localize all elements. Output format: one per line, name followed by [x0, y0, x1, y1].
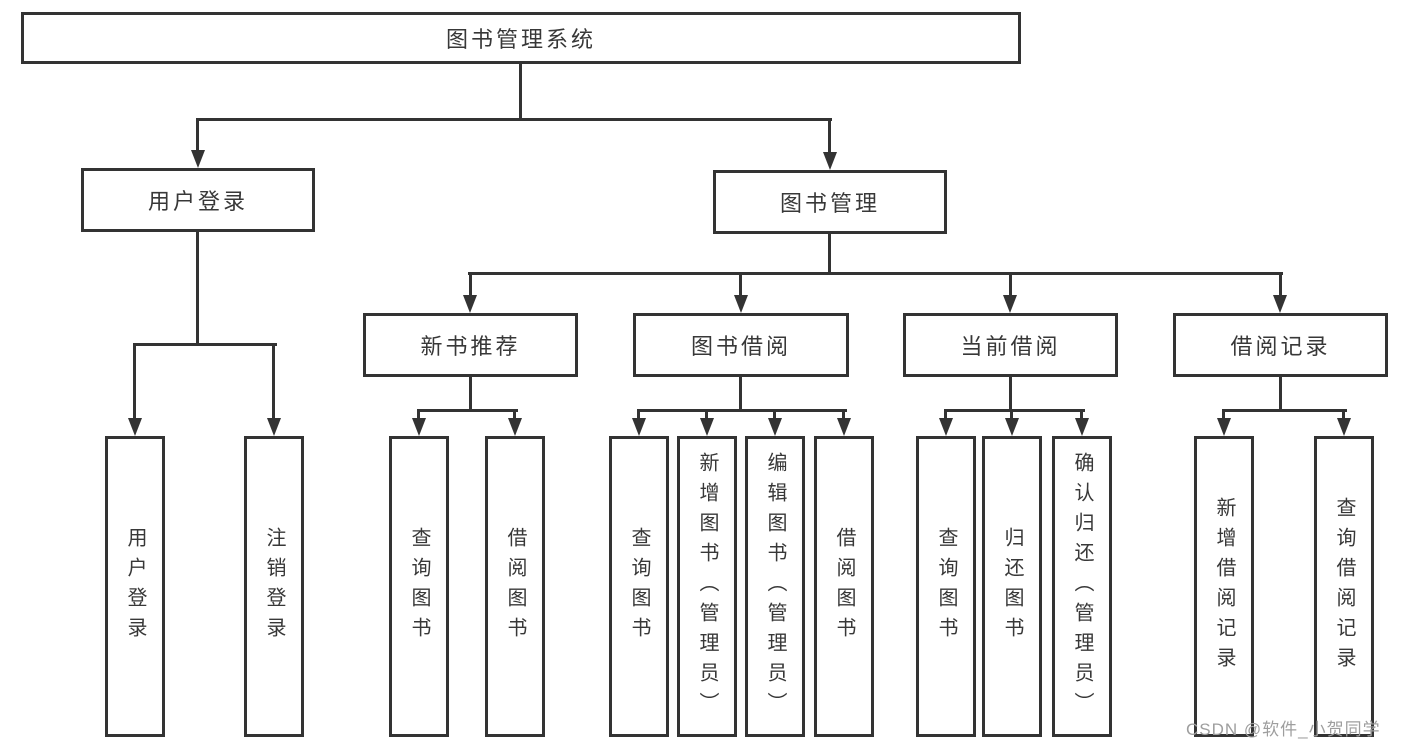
- connector-vline: [1080, 409, 1083, 423]
- connector-vline: [1279, 272, 1282, 300]
- node-label: 用户登录: [147, 189, 248, 214]
- leaf-query-books-recommend: 查询图书: [389, 436, 449, 737]
- leaf-borrow-books-recommend: 借阅图书: [485, 436, 545, 737]
- arrow-down-icon: [267, 418, 281, 436]
- connector-vline: [469, 272, 472, 300]
- leaf-label: 注销登录: [263, 526, 285, 647]
- leaf-add-books-admin: 新增图书（管理员）: [677, 436, 737, 737]
- connector-vline: [1342, 409, 1345, 423]
- arrow-down-icon: [1337, 418, 1351, 436]
- connector-hline: [133, 343, 277, 346]
- leaf-label: 新增图书（管理员）: [696, 451, 718, 722]
- leaf-label: 归还图书: [1001, 526, 1023, 647]
- arrow-down-icon: [768, 418, 782, 436]
- arrow-down-icon: [1003, 295, 1017, 313]
- arrow-down-icon: [734, 295, 748, 313]
- connector-vline: [469, 377, 472, 412]
- arrow-down-icon: [939, 418, 953, 436]
- node-book-borrowing: 图书借阅: [633, 313, 849, 377]
- connector-vline: [133, 343, 136, 425]
- node-book-management: 图书管理: [713, 170, 947, 234]
- connector-vline: [196, 232, 199, 346]
- node-label: 当前借阅: [960, 334, 1061, 359]
- connector-hline: [944, 409, 1085, 412]
- leaf-query-borrow-record: 查询借阅记录: [1314, 436, 1374, 737]
- arrow-down-icon: [632, 418, 646, 436]
- leaf-label: 借阅图书: [833, 526, 855, 647]
- arrow-down-icon: [823, 152, 837, 170]
- connector-vline: [417, 409, 420, 423]
- connector-hline: [196, 118, 832, 121]
- connector-vline: [739, 377, 742, 412]
- connector-vline: [1009, 377, 1012, 412]
- connector-hline: [417, 409, 518, 412]
- node-label: 图书借阅: [690, 334, 791, 359]
- arrow-down-icon: [1273, 295, 1287, 313]
- leaf-borrow-books: 借阅图书: [814, 436, 874, 737]
- leaf-label: 查询图书: [628, 526, 650, 647]
- node-label: 图书管理: [779, 191, 880, 216]
- connector-vline: [272, 343, 275, 425]
- node-label: 借阅记录: [1230, 334, 1331, 359]
- leaf-label: 新增借阅记录: [1213, 496, 1235, 677]
- leaf-label: 确认归还（管理员）: [1071, 451, 1093, 722]
- connector-hline: [468, 272, 1283, 275]
- connector-vline: [1279, 377, 1282, 412]
- node-root: 图书管理系统: [21, 12, 1021, 64]
- node-new-book-recommendation: 新书推荐: [363, 313, 578, 377]
- connector-vline: [513, 409, 516, 423]
- leaf-label: 查询图书: [935, 526, 957, 647]
- connector-vline: [773, 409, 776, 423]
- connector-hline: [1222, 409, 1347, 412]
- connector-vline: [705, 409, 708, 423]
- connector-vline: [828, 118, 831, 160]
- leaf-confirm-return-admin: 确认归还（管理员）: [1052, 436, 1112, 737]
- leaf-label: 用户登录: [124, 526, 146, 647]
- leaf-label: 编辑图书（管理员）: [764, 451, 786, 722]
- arrow-down-icon: [128, 418, 142, 436]
- leaf-return-books: 归还图书: [982, 436, 1042, 737]
- connector-hline: [637, 409, 847, 412]
- arrow-down-icon: [412, 418, 426, 436]
- node-label: 新书推荐: [420, 334, 521, 359]
- connector-vline: [1010, 409, 1013, 423]
- connector-vline: [828, 234, 831, 275]
- leaf-logout: 注销登录: [244, 436, 304, 737]
- leaf-label: 借阅图书: [504, 526, 526, 647]
- leaf-label: 查询借阅记录: [1333, 496, 1355, 677]
- arrow-down-icon: [700, 418, 714, 436]
- leaf-label: 查询图书: [408, 526, 430, 647]
- connector-vline: [739, 272, 742, 300]
- node-label: 图书管理系统: [445, 27, 596, 52]
- arrow-down-icon: [1217, 418, 1231, 436]
- leaf-edit-books-admin: 编辑图书（管理员）: [745, 436, 805, 737]
- node-current-borrowing: 当前借阅: [903, 313, 1118, 377]
- arrow-down-icon: [1005, 418, 1019, 436]
- leaf-query-books-borrow: 查询图书: [609, 436, 669, 737]
- leaf-query-books-current: 查询图书: [916, 436, 976, 737]
- connector-vline: [944, 409, 947, 423]
- connector-vline: [519, 64, 522, 121]
- leaf-user-login: 用户登录: [105, 436, 165, 737]
- arrow-down-icon: [1075, 418, 1089, 436]
- connector-vline: [196, 118, 199, 158]
- node-borrowing-records: 借阅记录: [1173, 313, 1388, 377]
- arrow-down-icon: [508, 418, 522, 436]
- node-user-login: 用户登录: [81, 168, 315, 232]
- connector-vline: [637, 409, 640, 423]
- leaf-add-borrow-record: 新增借阅记录: [1194, 436, 1254, 737]
- arrow-down-icon: [191, 150, 205, 168]
- arrow-down-icon: [837, 418, 851, 436]
- watermark-text: CSDN @软件_小贺同学: [1186, 720, 1381, 739]
- connector-vline: [1222, 409, 1225, 423]
- connector-vline: [842, 409, 845, 423]
- connector-vline: [1009, 272, 1012, 300]
- arrow-down-icon: [463, 295, 477, 313]
